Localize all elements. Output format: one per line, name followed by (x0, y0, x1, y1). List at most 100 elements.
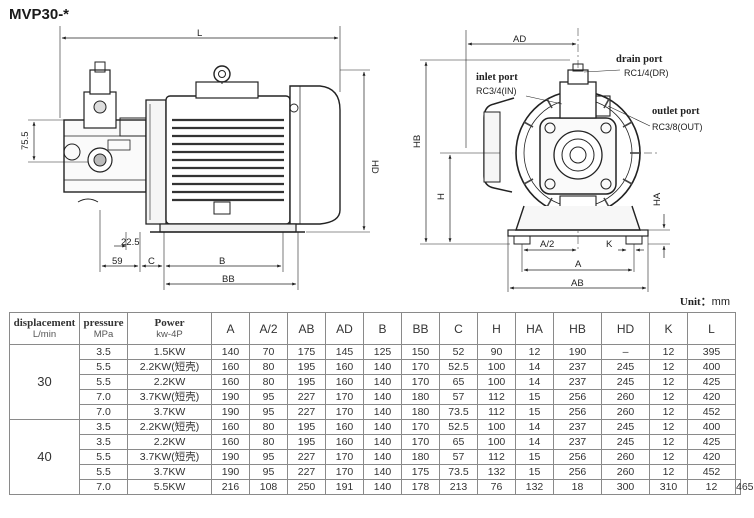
table-cell: 5.5 (79, 464, 128, 480)
table-cell: 256 (553, 449, 602, 465)
drain-port-spec: RC1/4(DR) (624, 68, 669, 78)
table-cell: 95 (249, 464, 288, 480)
table-cell: 70 (249, 344, 288, 360)
table-cell: 15 (515, 389, 554, 405)
dim-HD: HD (369, 160, 380, 174)
table-cell: 125 (363, 344, 402, 360)
table-cell: 170 (401, 434, 440, 450)
table-cell: 237 (553, 359, 602, 375)
table-cell: 5.5KW (127, 479, 212, 495)
header-A: A (211, 312, 250, 345)
table-cell: – (601, 344, 650, 360)
header-BB: BB (401, 312, 440, 345)
header-HA: HA (515, 312, 554, 345)
table-cell: 150 (401, 344, 440, 360)
table-cell: 52.5 (439, 419, 478, 435)
table-cell: 420 (687, 389, 736, 405)
table-cell: 227 (287, 389, 326, 405)
table-cell: 3.5 (79, 434, 128, 450)
table-cell: 132 (515, 479, 554, 495)
table-cell: 12 (649, 359, 688, 375)
table-cell: 65 (439, 374, 478, 390)
table-cell: 213 (439, 479, 478, 495)
table-cell: 112 (477, 404, 516, 420)
table-cell: 400 (687, 359, 736, 375)
table-cell: 3.7KW (127, 404, 212, 420)
table-cell: 425 (687, 374, 736, 390)
table-cell: 15 (515, 464, 554, 480)
table-cell: 18 (553, 479, 602, 495)
dim-AD: AD (513, 34, 526, 45)
table-cell: 12 (649, 389, 688, 405)
table-cell: 140 (363, 359, 402, 375)
table-cell: 195 (287, 374, 326, 390)
table-cell: 100 (477, 419, 516, 435)
table-cell: 12 (649, 419, 688, 435)
table-cell: 12 (649, 449, 688, 465)
table-cell: 57 (439, 389, 478, 405)
table-cell: 245 (601, 359, 650, 375)
table-cell: 7.0 (79, 389, 128, 405)
table-cell: 73.5 (439, 464, 478, 480)
table-cell: 237 (553, 434, 602, 450)
table-cell: 5.5 (79, 359, 128, 375)
table-cell: 256 (553, 404, 602, 420)
table-cell: 80 (249, 419, 288, 435)
table-cell: 452 (687, 404, 736, 420)
table-cell: 108 (249, 479, 288, 495)
table-cell: 73.5 (439, 404, 478, 420)
table-cell: 1.5KW (127, 344, 212, 360)
side-view-labels: L HD 75.5 22.5 59 C B BB (20, 28, 380, 285)
table-cell: 3.7KW (127, 464, 212, 480)
dim-HB: HB (412, 135, 423, 148)
table-cell: 260 (601, 389, 650, 405)
dim-A-half: A/2 (540, 239, 554, 250)
table-cell: 14 (515, 359, 554, 375)
table-cell: 160 (211, 359, 250, 375)
table-cell: 250 (287, 479, 326, 495)
table-cell: 12 (687, 479, 736, 495)
table-cell: 310 (649, 479, 688, 495)
table-cell: 160 (211, 419, 250, 435)
header-L: L (687, 312, 736, 345)
table-cell: 190 (211, 389, 250, 405)
table-cell: 12 (649, 374, 688, 390)
table-cell: 160 (325, 374, 364, 390)
displacement-cell: 30 (9, 344, 80, 420)
table-cell: 237 (553, 419, 602, 435)
outlet-port-label: outlet port (652, 106, 700, 117)
table-cell: 3.5 (79, 344, 128, 360)
header-AB: AB (287, 312, 326, 345)
table-cell: 245 (601, 374, 650, 390)
table-cell: 227 (287, 404, 326, 420)
table-cell: 14 (515, 419, 554, 435)
table-cell: 57 (439, 449, 478, 465)
table-cell: 140 (363, 374, 402, 390)
table-cell: 12 (649, 404, 688, 420)
table-cell: 170 (401, 374, 440, 390)
header-C: C (439, 312, 478, 345)
header-K: K (649, 312, 688, 345)
table-cell: 140 (211, 344, 250, 360)
table-cell: 216 (211, 479, 250, 495)
drain-port-label: drain port (616, 54, 663, 65)
unit-note: Unit：mm (679, 296, 730, 308)
table-cell: 191 (325, 479, 364, 495)
table-cell: 227 (287, 464, 326, 480)
displacement-cell: 40 (9, 419, 80, 495)
dim-A: A (575, 259, 582, 270)
inlet-port-spec: RC3/4(IN) (476, 86, 517, 96)
table-cell: 190 (211, 404, 250, 420)
dim-22-5: 22.5 (121, 237, 140, 248)
table-cell: 80 (249, 359, 288, 375)
table-cell: 256 (553, 389, 602, 405)
table-cell: 395 (687, 344, 736, 360)
table-cell: 12 (649, 344, 688, 360)
table-cell: 95 (249, 404, 288, 420)
table-cell: 237 (553, 374, 602, 390)
